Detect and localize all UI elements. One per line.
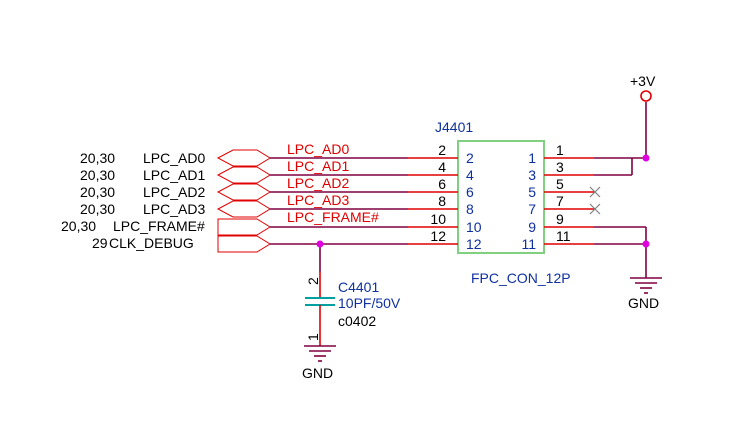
junction-3v[interactable] xyxy=(642,154,650,162)
pin-name-3: 3 xyxy=(528,167,536,183)
pin-number-12: 12 xyxy=(430,228,446,244)
net-name-lpc-frame: LPC_FRAME# xyxy=(287,209,379,225)
junctions xyxy=(316,154,650,248)
pin-number-9: 9 xyxy=(556,211,564,227)
power-label: +3V xyxy=(630,73,656,89)
cap-package: c0402 xyxy=(338,313,376,329)
pin-number-4: 4 xyxy=(438,159,446,175)
no-connect-pin7[interactable] xyxy=(589,203,601,215)
pin-name-4: 4 xyxy=(466,167,474,183)
pin-number-3: 3 xyxy=(556,159,564,175)
junction-clk-cap[interactable] xyxy=(316,240,324,248)
pin-number-8: 8 xyxy=(438,193,446,209)
page-ref-lpc-ad0: 20,30 xyxy=(80,150,115,166)
port-labels: 20,30 20,30 20,30 20,30 20,30 29 LPC_AD0… xyxy=(61,149,271,253)
port-shape-clk-debug[interactable] xyxy=(217,235,271,253)
cap-pin-bottom-number: 1 xyxy=(305,333,321,341)
pin-number-7: 7 xyxy=(556,193,564,209)
net-wires xyxy=(270,102,647,278)
pin-name-5: 5 xyxy=(528,184,536,200)
port-shape-lpc-ad3[interactable] xyxy=(216,200,271,218)
cap-pin-top-number: 2 xyxy=(305,277,321,285)
pin-name-1: 1 xyxy=(528,150,536,166)
port-shape-lpc-ad1[interactable] xyxy=(216,166,271,184)
pin-number-1: 1 xyxy=(556,142,564,158)
port-shape-lpc-ad0[interactable] xyxy=(216,149,271,167)
port-name-lpc-ad3: LPC_AD3 xyxy=(143,201,205,217)
connector-j4401[interactable]: J4401 2 4 6 8 10 12 2 4 6 8 10 xyxy=(408,119,594,286)
power-3v[interactable]: +3V xyxy=(630,73,656,102)
ground-label-connector: GND xyxy=(628,295,659,311)
ground-label-cap: GND xyxy=(302,365,333,381)
net-name-lpc-ad3: LPC_AD3 xyxy=(287,192,349,208)
page-ref-lpc-ad3: 20,30 xyxy=(80,201,115,217)
page-ref-clk-debug: 29 xyxy=(92,235,108,251)
no-connects xyxy=(589,186,601,215)
page-ref-lpc-ad1: 20,30 xyxy=(80,167,115,183)
pin-number-11: 11 xyxy=(556,228,571,244)
connector-part: FPC_CON_12P xyxy=(471,270,571,286)
port-name-lpc-ad1: LPC_AD1 xyxy=(143,167,205,183)
no-connect-pin5[interactable] xyxy=(589,186,601,198)
pin-number-6: 6 xyxy=(438,176,446,192)
page-ref-lpc-ad2: 20,30 xyxy=(80,184,115,200)
port-name-clk-debug: CLK_DEBUG xyxy=(109,235,194,251)
net-name-lpc-ad0: LPC_AD0 xyxy=(287,141,349,157)
net-name-lpc-ad2: LPC_AD2 xyxy=(287,175,349,191)
power-port-symbol[interactable] xyxy=(640,90,652,102)
page-ref-lpc-frame: 20,30 xyxy=(61,218,96,234)
port-name-lpc-ad2: LPC_AD2 xyxy=(143,184,205,200)
ground-symbol-connector[interactable] xyxy=(630,277,662,294)
pin-name-12: 12 xyxy=(466,236,482,252)
port-name-lpc-ad0: LPC_AD0 xyxy=(143,150,205,166)
pin-name-11: 11 xyxy=(521,236,536,252)
pin-number-10: 10 xyxy=(430,211,446,227)
pin-number-5: 5 xyxy=(556,176,564,192)
pin-name-10: 10 xyxy=(466,219,482,235)
pin-number-2: 2 xyxy=(438,142,446,158)
cap-ref: C4401 xyxy=(338,279,379,295)
pin-name-9: 9 xyxy=(528,219,536,235)
connector-ref: J4401 xyxy=(435,119,473,135)
port-shape-lpc-ad2[interactable] xyxy=(216,183,271,201)
port-name-lpc-frame: LPC_FRAME# xyxy=(113,218,205,234)
ground-symbol-cap[interactable] xyxy=(304,345,336,362)
net-names: LPC_AD0 LPC_AD1 LPC_AD2 LPC_AD3 LPC_FRAM… xyxy=(287,141,379,225)
port-shape-lpc-frame[interactable] xyxy=(217,218,271,236)
pin-name-6: 6 xyxy=(466,184,474,200)
net-name-lpc-ad1: LPC_AD1 xyxy=(287,158,349,174)
connector-body[interactable] xyxy=(457,140,545,254)
pin-name-2: 2 xyxy=(466,150,474,166)
junction-gnd[interactable] xyxy=(642,240,650,248)
pin-name-7: 7 xyxy=(528,201,536,217)
cap-value: 10PF/50V xyxy=(338,295,401,311)
pin-name-8: 8 xyxy=(466,201,474,217)
capacitor-c4401[interactable]: 2 1 C4401 10PF/50V c0402 xyxy=(305,272,401,346)
